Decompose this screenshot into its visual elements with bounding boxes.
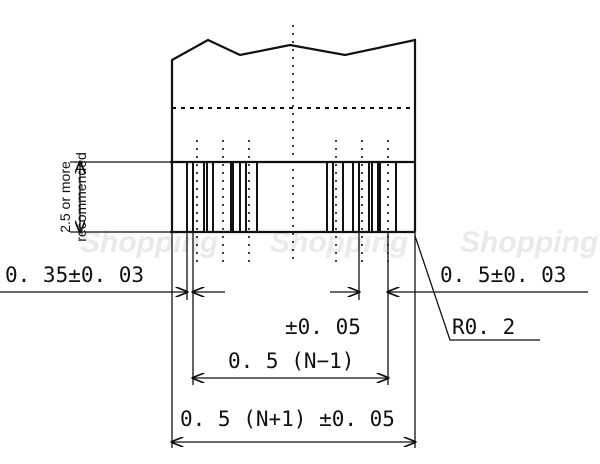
pad-height-label-2: recommended [73,152,89,242]
svg-text:Shopping: Shopping [460,226,598,259]
dimension-lines [0,162,588,448]
corner-radius-label: R0. 2 [452,315,515,339]
center-lines [196,25,389,268]
pad-tolerance-label: ±0. 05 [285,315,361,339]
pad-height-label-1: 2.5 or more [57,161,73,233]
left-margin-label: 0. 35±0. 03 [5,263,144,287]
pitch-span-label: 0. 5 (N−1) [228,349,354,373]
pad-width-label: 0. 5±0. 03 [440,263,566,287]
total-width-label: 0. 5 (N+1) ±0. 05 [180,407,395,431]
pad-lines [186,162,397,232]
